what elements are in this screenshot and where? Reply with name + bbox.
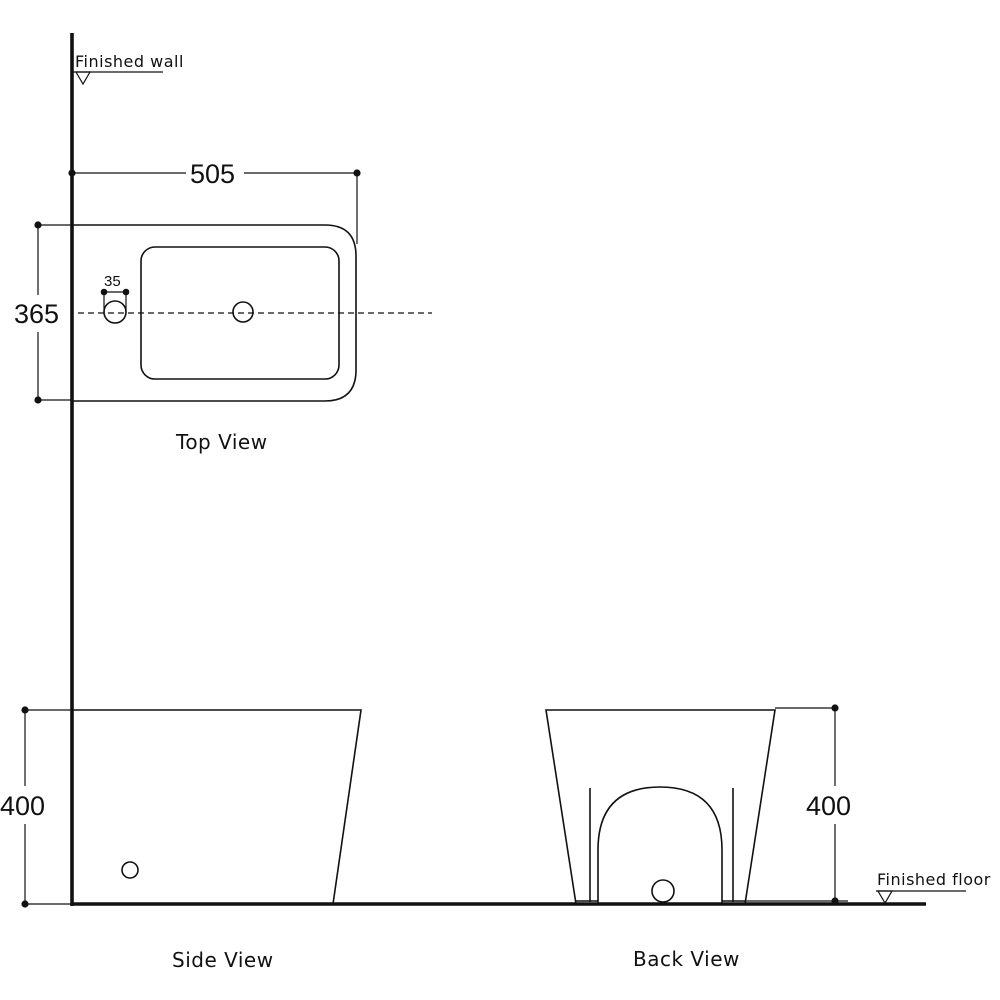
back-view-caption: Back View [633,947,740,971]
back-arch [597,786,723,904]
finished-floor-marker: Finished floor [876,870,991,905]
top-view: 35 505 365 Top View [14,159,432,454]
finished-floor-label: Finished floor [877,870,991,889]
finished-wall-marker: Finished wall [72,52,184,86]
dim-side-height-value: 400 [0,791,45,821]
dim-back-height-value: 400 [806,791,851,821]
side-view-outline [72,709,362,905]
dim-back-height: 400 [745,704,851,905]
side-view-caption: Side View [172,948,274,972]
dim-top-width: 505 [68,159,361,244]
dim-hole-spacing: 35 [100,273,130,312]
dim-top-depth-value: 365 [14,299,59,329]
dim-hole-spacing-value: 35 [104,273,121,290]
side-inlet-icon [121,861,139,879]
tap-hole-icon [103,300,127,324]
top-view-caption: Top View [175,430,268,454]
back-view-outline [545,709,776,905]
drain-hole-icon [232,301,254,323]
dim-top-width-value: 505 [190,159,235,189]
outlet-icon [651,879,675,903]
top-view-outline [72,224,357,402]
dim-side-height: 400 [0,706,72,908]
finished-wall-label: Finished wall [75,52,184,71]
dim-top-depth: 365 [14,221,72,404]
back-view: 400 Back View [545,704,851,971]
side-view: 400 Side View [0,706,362,972]
